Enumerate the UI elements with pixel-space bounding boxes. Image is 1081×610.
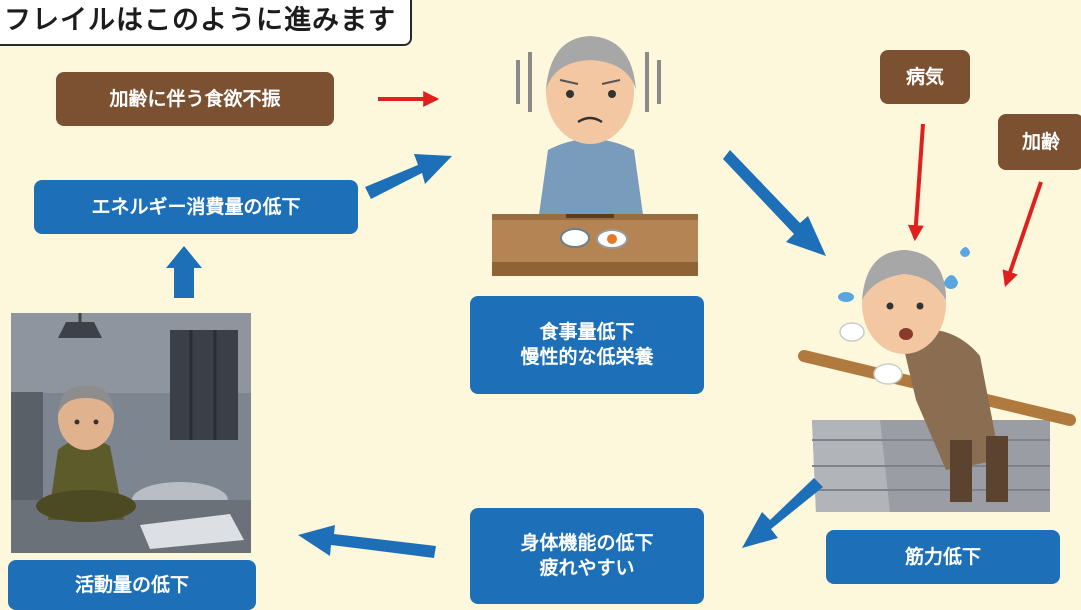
node-activity-decrease: 活動量の低下 (8, 560, 256, 610)
blue-arrow-body-to-activity (298, 525, 436, 558)
node-body-function: 身体機能の低下 疲れやすい (470, 508, 704, 604)
blue-arrow-activity-to-energy (166, 246, 202, 298)
blue-arrow-meal-to-muscle (723, 150, 826, 256)
page-title: フレイルはこのように進みます (0, 0, 412, 46)
node-meal-decrease-line2: 慢性的な低栄養 (520, 346, 654, 368)
blue-arrow-energy-to-meal (365, 154, 452, 199)
node-energy-decrease-label: エネルギー消費量の低下 (91, 195, 301, 218)
illustration-man-on-stairs (798, 247, 1076, 512)
illustration-man-eating (492, 36, 698, 276)
node-appetite-loss-label: 加齢に伴う食欲不振 (109, 87, 281, 110)
node-activity-decrease-label: 活動量の低下 (74, 573, 189, 596)
node-body-function-line1: 身体機能の低下 (520, 532, 654, 555)
node-aging: 加齢 (998, 114, 1081, 170)
illustration-man-in-room (11, 313, 251, 553)
red-arrow-aging (1002, 181, 1043, 288)
node-appetite-loss: 加齢に伴う食欲不振 (56, 72, 334, 126)
node-meal-decrease-line1: 食事量低下 (539, 321, 635, 344)
node-body-function-line2: 疲れやすい (539, 557, 635, 579)
node-muscle-weakness: 筋力低下 (826, 530, 1060, 584)
node-muscle-weakness-label: 筋力低下 (904, 545, 981, 568)
node-illness: 病気 (880, 50, 970, 104)
node-meal-decrease: 食事量低下 慢性的な低栄養 (470, 296, 704, 394)
node-energy-decrease: エネルギー消費量の低下 (34, 180, 358, 234)
node-aging-label: 加齢 (1021, 130, 1060, 153)
red-arrows (378, 91, 1043, 288)
node-illness-label: 病気 (905, 65, 944, 88)
red-arrow-illness (907, 123, 925, 242)
blue-arrow-muscle-to-body (742, 478, 823, 548)
blue-arrows (166, 150, 826, 558)
